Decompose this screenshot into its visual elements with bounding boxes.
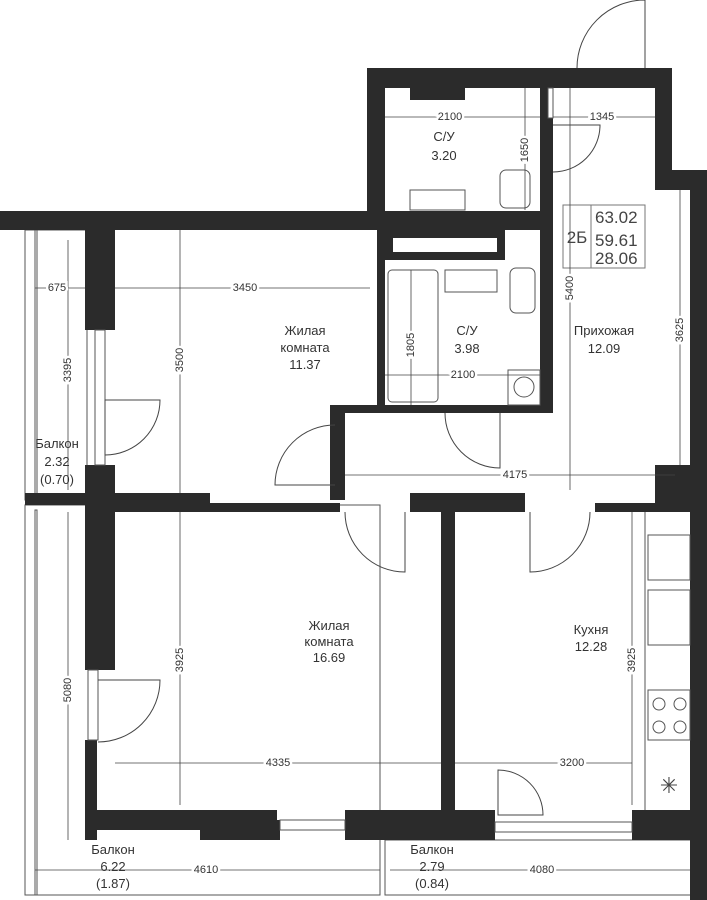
- dim-label: 4335: [266, 757, 290, 769]
- apartment-type: 2Б: [567, 228, 588, 247]
- doors: [97, 0, 646, 816]
- room-kitchen: Кухня 12.28: [574, 622, 609, 654]
- room-living-2: Жилая комната 16.69: [304, 618, 354, 665]
- stove-icon: [647, 689, 691, 741]
- room-labels: С/У 3.20 Жилая комната 11.37 С/У 3.98 Пр…: [35, 129, 634, 891]
- dim-label: 3200: [560, 757, 584, 769]
- svg-text:Балкон: Балкон: [35, 436, 79, 451]
- dimension-labels: 2100 1345 1650 5400 3625 675 3450 3395 3…: [45, 108, 688, 878]
- sink-icon: [444, 269, 498, 293]
- living-area: 28.06: [595, 249, 638, 268]
- dim-label: 3925: [626, 648, 638, 672]
- washer-icon: [507, 369, 541, 406]
- room-hall: Прихожая 12.09: [574, 323, 634, 356]
- toilet-icon: [499, 169, 531, 209]
- svg-text:12.28: 12.28: [575, 639, 608, 654]
- total-area: 63.02: [595, 208, 638, 227]
- dim-label: 4610: [194, 864, 218, 876]
- svg-text:2.79: 2.79: [419, 859, 444, 874]
- kitchen-sink-icon: [647, 589, 691, 646]
- room-balcony-2: Балкон 6.22 (1.87): [91, 842, 135, 891]
- windows: [87, 87, 633, 833]
- dim-label: 5080: [62, 678, 74, 702]
- svg-text:6.22: 6.22: [100, 859, 125, 874]
- dim-label: 3925: [174, 648, 186, 672]
- room-wc-2: С/У 3.98: [454, 323, 479, 356]
- svg-text:(0.84): (0.84): [415, 876, 449, 891]
- svg-text:16.69: 16.69: [313, 650, 346, 665]
- apartment-summary: 2Б 63.02 59.61 28.06: [562, 204, 646, 269]
- svg-text:12.09: 12.09: [588, 341, 621, 356]
- room-living-1: Жилая комната 11.37: [280, 323, 330, 372]
- toilet-icon: [509, 267, 536, 314]
- bathtub-icon: [387, 269, 439, 403]
- svg-text:Балкон: Балкон: [91, 842, 135, 857]
- dim-label: 3395: [62, 358, 74, 382]
- svg-text:С/У: С/У: [456, 323, 478, 338]
- walls: [0, 68, 707, 900]
- dim-label: 3500: [174, 348, 186, 372]
- svg-text:комната: комната: [304, 634, 354, 649]
- svg-text:Жилая: Жилая: [308, 618, 349, 633]
- svg-text:Прихожая: Прихожая: [574, 323, 634, 338]
- svg-text:Кухня: Кухня: [574, 622, 609, 637]
- dim-label: 1650: [519, 138, 531, 162]
- dim-label: 675: [48, 282, 66, 294]
- fixtures: ✳: [387, 169, 691, 810]
- dishwasher-icon: [647, 534, 691, 581]
- dimension-lines: [35, 88, 690, 871]
- svg-text:11.37: 11.37: [289, 357, 321, 372]
- dim-label: 3450: [233, 282, 257, 294]
- svg-text:С/У: С/У: [433, 129, 455, 144]
- svg-text:комната: комната: [280, 340, 330, 355]
- room-balcony-3: Балкон 2.79 (0.84): [410, 842, 454, 891]
- svg-text:3.20: 3.20: [431, 148, 456, 163]
- svg-text:3.98: 3.98: [454, 341, 479, 356]
- dim-label: 4080: [530, 864, 554, 876]
- room-wc-1: С/У 3.20: [431, 129, 456, 163]
- sink-icon: [409, 189, 466, 211]
- svg-text:Жилая: Жилая: [284, 323, 325, 338]
- dim-label: 3625: [674, 318, 686, 342]
- balcony-rail: [34, 229, 38, 501]
- svg-text:Балкон: Балкон: [410, 842, 454, 857]
- dim-label: 2100: [451, 369, 475, 381]
- fridge-icon: ✳: [660, 773, 678, 798]
- dim-label: 1345: [590, 111, 614, 123]
- dim-label: 4175: [503, 469, 527, 481]
- svg-text:(1.87): (1.87): [96, 876, 130, 891]
- room-balcony-1: Балкон 2.32 (0.70): [35, 436, 79, 487]
- living-area-without-balconies: 59.61: [595, 231, 638, 250]
- svg-text:(0.70): (0.70): [40, 472, 74, 487]
- dim-label: 5400: [564, 276, 576, 300]
- svg-text:2.32: 2.32: [44, 454, 69, 469]
- balcony-rail: [34, 509, 38, 896]
- dim-label: 2100: [438, 111, 462, 123]
- dim-label: 1805: [405, 333, 417, 357]
